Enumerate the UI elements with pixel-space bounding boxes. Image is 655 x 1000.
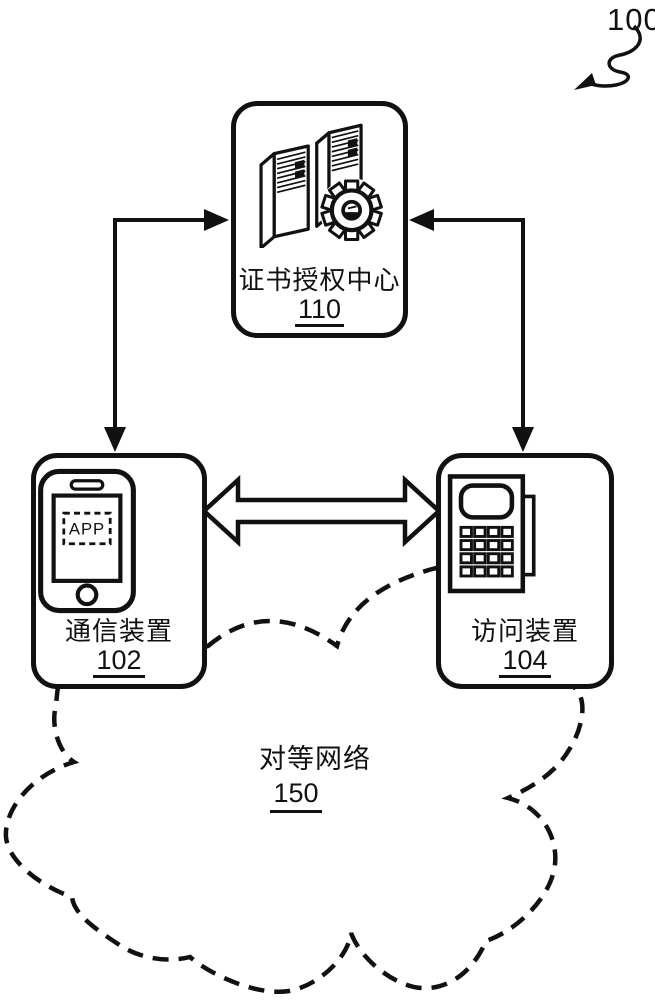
phone-home-button — [78, 586, 97, 605]
communication-device-box: APP 通信装置 102 — [31, 453, 207, 689]
arrowhead-into-access-device — [512, 427, 534, 452]
communication-device-label: 通信装置 — [36, 618, 202, 644]
arrowhead-into-ca-right — [409, 209, 434, 231]
connector-ca-communication — [104, 209, 229, 452]
certificate-authority-box: 证书授权中心 110 — [231, 101, 408, 338]
app-badge-label: APP — [69, 520, 105, 539]
arrowhead-into-communication-device — [104, 427, 126, 452]
figure-reference-number: 100 — [607, 2, 655, 38]
pos-terminal-icon — [441, 466, 609, 616]
access-device-label: 访问装置 — [441, 618, 609, 644]
squiggle-arrowhead — [574, 73, 596, 90]
access-device-number: 104 — [441, 646, 609, 678]
phone-speaker — [71, 481, 103, 489]
double-arrow-communication-access — [204, 480, 439, 542]
arrowhead-into-ca-left — [204, 209, 229, 231]
servers-gear-icon — [236, 114, 403, 248]
access-device-box: 访问装置 104 — [436, 453, 614, 689]
server-tower-left — [261, 146, 308, 248]
smartphone-icon: APP — [36, 466, 202, 616]
connector-ca-access — [409, 209, 534, 452]
certificate-authority-number: 110 — [236, 295, 403, 327]
communication-device-number: 102 — [36, 646, 202, 678]
peer-network-label: 对等网络 — [240, 737, 390, 776]
gear-icon — [320, 178, 384, 242]
certificate-authority-label: 证书授权中心 — [236, 267, 403, 293]
peer-network-number: 150 — [236, 778, 356, 813]
pos-screen — [461, 486, 512, 518]
